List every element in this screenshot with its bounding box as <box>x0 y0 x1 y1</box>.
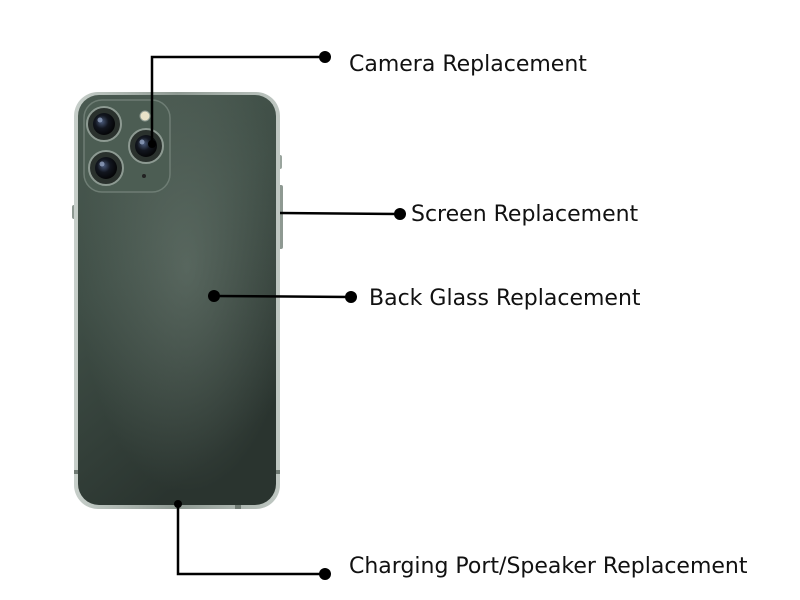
charging-port-speaker-replacement-label: Charging Port/Speaker Replacement <box>349 554 748 579</box>
screen-replacement-label: Screen Replacement <box>411 202 639 227</box>
screen-callout-dot <box>394 208 406 220</box>
back-glass-callout-line <box>213 294 352 299</box>
antenna-line <box>74 470 78 474</box>
back-glass-callout-origin-dot <box>208 290 220 302</box>
back-glass-sheen <box>78 95 276 505</box>
back-glass-callout-dot <box>345 291 357 303</box>
antenna-line <box>276 470 280 474</box>
charging-callout-origin-dot <box>174 500 182 508</box>
phone <box>72 92 283 509</box>
microphone-dot <box>142 174 146 178</box>
screen-callout-line <box>279 211 401 216</box>
camera-callout-origin-dot <box>148 140 156 148</box>
callouts <box>150 55 401 576</box>
camera-callout-line <box>150 55 325 144</box>
charging-callout-dot <box>319 568 331 580</box>
callout-dots <box>148 51 406 580</box>
antenna-line <box>235 505 241 509</box>
back-glass-replacement-label: Back Glass Replacement <box>369 286 641 311</box>
flash-icon <box>139 110 151 122</box>
camera-replacement-label: Camera Replacement <box>349 52 587 77</box>
camera-module <box>83 99 171 193</box>
charging-callout-line <box>176 504 325 576</box>
camera-callout-dot <box>319 51 331 63</box>
